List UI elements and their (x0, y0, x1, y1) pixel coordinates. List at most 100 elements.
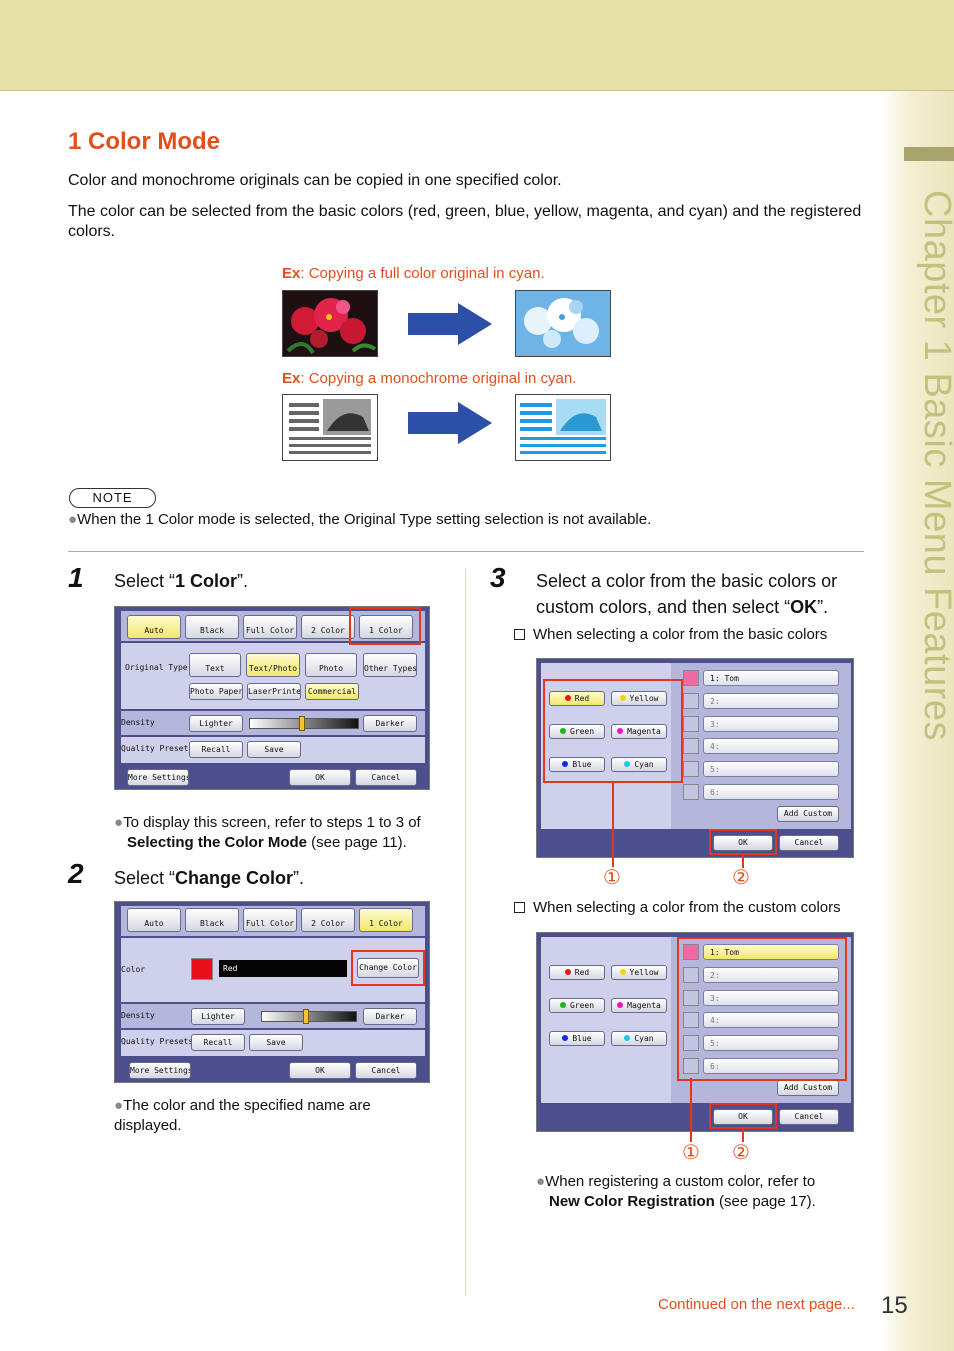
cancel-button[interactable]: Cancel (779, 835, 839, 851)
basic-green-button[interactable]: Green (549, 998, 605, 1013)
custom-swatch (683, 738, 699, 754)
mode-tab-auto[interactable]: Auto (127, 908, 181, 932)
color-label: Color (121, 965, 146, 974)
custom-color-5[interactable]: 5: (703, 761, 839, 777)
top-band (0, 0, 954, 91)
type-text-button[interactable]: Text (189, 653, 241, 677)
ok-button[interactable]: OK (289, 1062, 351, 1079)
custom-color-6[interactable]: 6: (703, 784, 839, 800)
quality-presets-label: Quality Presets (121, 1037, 194, 1046)
change-color-button[interactable]: Change Color (357, 958, 419, 978)
custom-color-2[interactable]: 2: (703, 967, 839, 983)
chapter-title: Chapter 1 Basic Menu Features (916, 190, 954, 741)
laser-printed-button[interactable]: LaserPrinted (247, 683, 301, 700)
cancel-button[interactable]: Cancel (355, 1062, 417, 1079)
mode-tab-auto[interactable]: Auto (127, 615, 181, 639)
density-slider-thumb[interactable] (299, 716, 305, 731)
arrow-right-icon (408, 303, 492, 345)
step-3-check-basic: When selecting a color from the basic co… (514, 626, 827, 643)
darker-button[interactable]: Darker (363, 1008, 417, 1025)
more-settings-button[interactable]: More Settings (129, 1062, 191, 1079)
lighter-button[interactable]: Lighter (189, 715, 243, 732)
chapter-tab-marker (904, 147, 954, 161)
basic-magenta-button[interactable]: Magenta (611, 724, 667, 739)
note-text: ●When the 1 Color mode is selected, the … (68, 511, 652, 528)
add-custom-button[interactable]: Add Custom (777, 1080, 839, 1096)
step-3-bullet: ●When registering a custom color, refer … (536, 1173, 816, 1210)
custom-swatch (683, 1012, 699, 1028)
example-1-caption: Ex: Copying a full color original in cya… (282, 265, 545, 282)
full-color-original-image (282, 290, 378, 357)
custom-swatch (683, 967, 699, 983)
mode-tab-black[interactable]: Black (185, 908, 239, 932)
step-2-text: Select “Change Color”. (114, 868, 305, 888)
arrow-right-icon (408, 402, 492, 444)
custom-color-3[interactable]: 3: (703, 716, 839, 732)
photo-paper-button[interactable]: Photo Paper (189, 683, 243, 700)
ok-button[interactable]: OK (713, 1109, 773, 1125)
highlight-change-color (351, 950, 425, 986)
example-2-caption: Ex: Copying a monochrome original in cya… (282, 370, 577, 387)
custom-color-4[interactable]: 4: (703, 738, 839, 754)
custom-swatch (683, 716, 699, 732)
type-photo-button[interactable]: Photo (305, 653, 357, 677)
custom-color-5[interactable]: 5: (703, 1035, 839, 1051)
commercial-button[interactable]: Commercial (305, 683, 359, 700)
basic-yellow-button[interactable]: Yellow (611, 691, 667, 706)
color-swatch (191, 958, 213, 980)
basic-yellow-button[interactable]: Yellow (611, 965, 667, 980)
type-other-types-button[interactable]: Other Types (363, 653, 417, 677)
callout-line (742, 854, 744, 868)
save-button[interactable]: Save (247, 741, 301, 758)
basic-green-button[interactable]: Green (549, 724, 605, 739)
custom-swatch (683, 761, 699, 777)
mode-tab-2-color[interactable]: 2 Color (301, 908, 355, 932)
density-label: Density (121, 1011, 155, 1020)
basic-red-button[interactable]: Red (549, 691, 605, 706)
color-name-display: Red (219, 960, 347, 977)
mode-tab-full-color[interactable]: Full Color (243, 908, 297, 932)
callout-line (612, 781, 614, 867)
screen-2-change-color: Auto Black Full Color 2 Color 1 Color Co… (114, 901, 430, 1083)
ok-button[interactable]: OK (713, 835, 773, 851)
recall-button[interactable]: Recall (189, 741, 243, 758)
mode-tab-2-color[interactable]: 2 Color (301, 615, 355, 639)
custom-color-3[interactable]: 3: (703, 990, 839, 1006)
step-1-text: Select “1 Color”. (114, 571, 249, 591)
mode-tab-full-color[interactable]: Full Color (243, 615, 297, 639)
custom-color-1[interactable]: 1: Tom (703, 670, 839, 686)
note-label: NOTE (69, 488, 156, 508)
ok-button[interactable]: OK (289, 769, 351, 786)
density-slider-thumb[interactable] (303, 1009, 309, 1024)
custom-color-2[interactable]: 2: (703, 693, 839, 709)
mode-tab-1-color[interactable]: 1 Color (359, 908, 413, 932)
basic-blue-button[interactable]: Blue (549, 757, 605, 772)
custom-color-4[interactable]: 4: (703, 1012, 839, 1028)
step-1-bullet: ●To display this screen, refer to steps … (114, 814, 421, 851)
basic-magenta-button[interactable]: Magenta (611, 998, 667, 1013)
step-2-bullet: ●The color and the specified name are di… (114, 1097, 371, 1134)
custom-color-1[interactable]: 1: Tom (703, 944, 839, 960)
recall-button[interactable]: Recall (191, 1034, 245, 1051)
custom-swatch (683, 1035, 699, 1051)
intro-paragraph-1: Color and monochrome originals can be co… (68, 172, 562, 189)
darker-button[interactable]: Darker (363, 715, 417, 732)
basic-cyan-button[interactable]: Cyan (611, 757, 667, 772)
lighter-button[interactable]: Lighter (191, 1008, 245, 1025)
mode-tab-black[interactable]: Black (185, 615, 239, 639)
save-button[interactable]: Save (249, 1034, 303, 1051)
highlight-ok (709, 1103, 777, 1129)
screen-3-basic-colors: Red Yellow Green Magenta Blue Cyan 1: To… (536, 658, 854, 858)
basic-red-button[interactable]: Red (549, 965, 605, 980)
cancel-button[interactable]: Cancel (355, 769, 417, 786)
mode-tab-1-color[interactable]: 1 Color (359, 615, 413, 639)
density-slider[interactable] (261, 1011, 357, 1022)
basic-cyan-button[interactable]: Cyan (611, 1031, 667, 1046)
more-settings-button[interactable]: More Settings (127, 769, 189, 786)
type-text-photo-button[interactable]: Text/Photo (246, 653, 300, 677)
custom-color-6[interactable]: 6: (703, 1058, 839, 1074)
add-custom-button[interactable]: Add Custom (777, 806, 839, 822)
cancel-button[interactable]: Cancel (779, 1109, 839, 1125)
basic-blue-button[interactable]: Blue (549, 1031, 605, 1046)
